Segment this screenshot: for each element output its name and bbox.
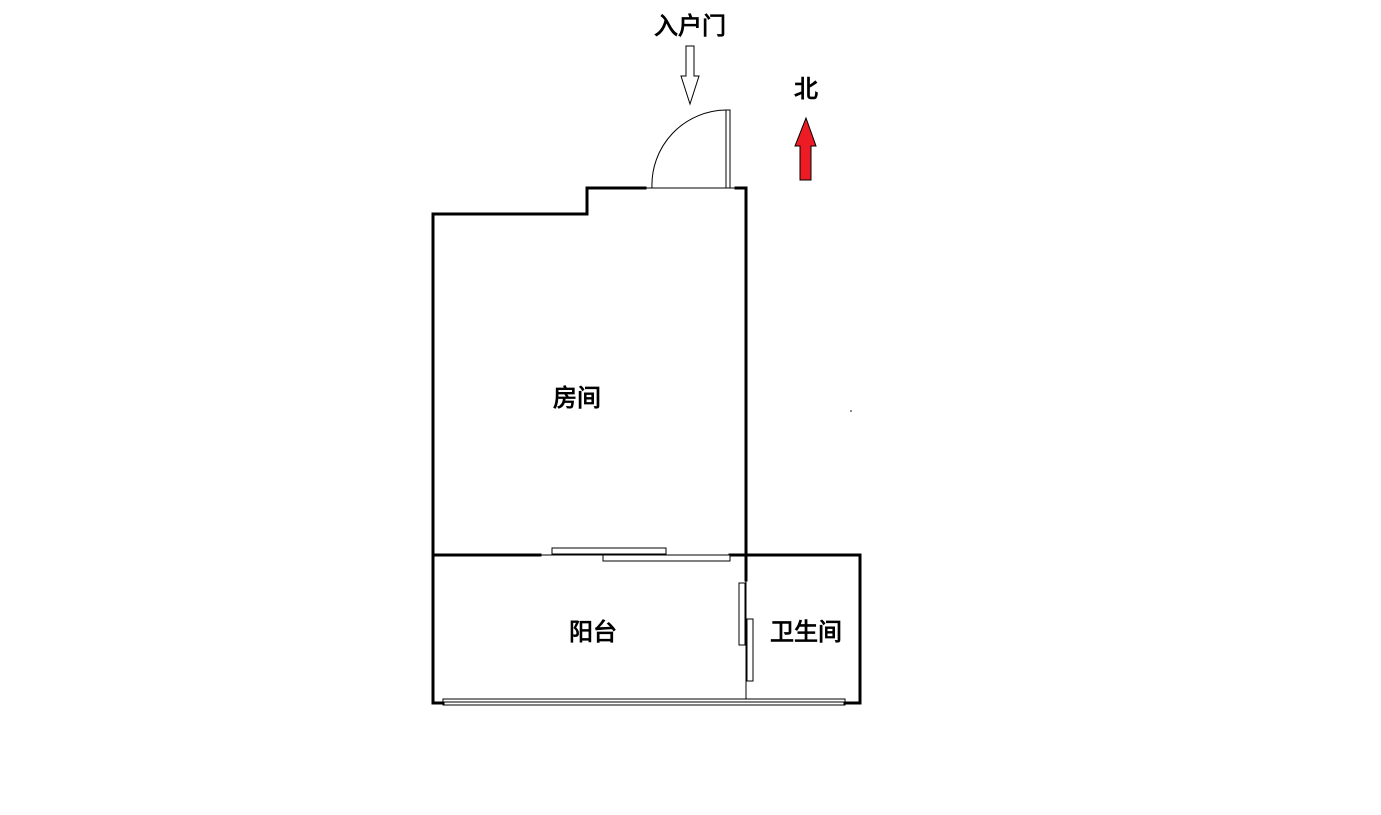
north-arrow-icon [794, 116, 817, 181]
balcony-label: 阳台 [569, 618, 617, 646]
bathroom-label: 卫生间 [770, 618, 842, 646]
stray-dot [850, 410, 852, 412]
balcony-bathroom-walls [431, 553, 862, 705]
entrance-label: 入户门 [654, 12, 726, 40]
entrance-arrow-icon [680, 45, 700, 106]
entrance-door-icon [645, 109, 736, 189]
sliding-door-balcony-bathroom [738, 582, 754, 682]
room-label: 房间 [553, 384, 601, 412]
bottom-window [431, 698, 862, 706]
sliding-door-room-balcony [540, 547, 731, 562]
room-walls [431, 186, 748, 557]
north-label: 北 [794, 75, 818, 103]
